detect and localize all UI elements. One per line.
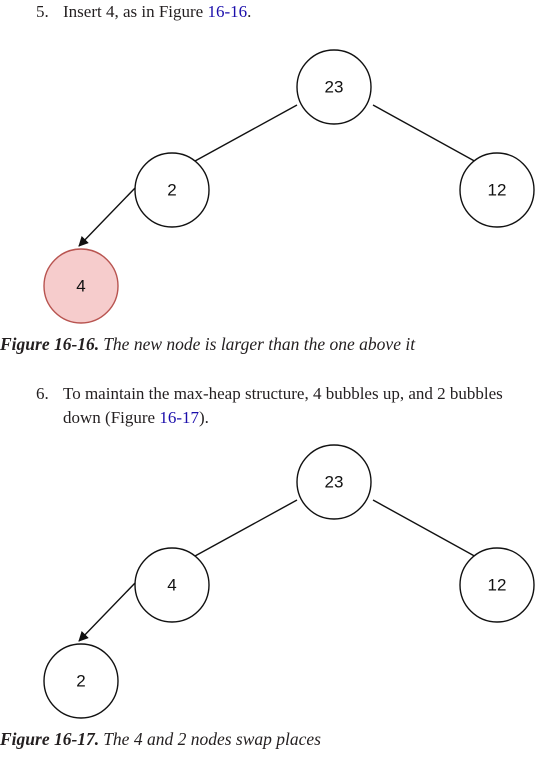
- node-left: 4: [134, 547, 210, 623]
- edge-left-leftchild: [78, 581, 137, 642]
- node-left: 2: [134, 152, 210, 228]
- step-6: 6. To maintain the max-heap structure, 4 …: [36, 382, 503, 430]
- step-number: 6.: [36, 384, 49, 403]
- caption-text: The 4 and 2 nodes swap places: [103, 729, 321, 749]
- step-number: 5.: [36, 2, 49, 21]
- node-right: 12: [459, 547, 535, 623]
- figure-ref-link[interactable]: 16-17: [159, 408, 199, 427]
- svg-text:2: 2: [167, 181, 176, 200]
- node-root: 23: [296, 49, 372, 125]
- svg-text:12: 12: [488, 576, 507, 595]
- step-text: To maintain the max-heap structure, 4 bu…: [63, 384, 503, 427]
- svg-text:23: 23: [325, 78, 344, 97]
- step-5: 5. Insert 4, as in Figure 16-16.: [36, 0, 251, 24]
- node-right: 12: [459, 152, 535, 228]
- heap-tree-figure-16-16: 23 2 12 4: [43, 49, 535, 324]
- node-new-highlighted: 4: [43, 248, 119, 324]
- figure-caption-16-17: Figure 16-17.The 4 and 2 nodes swap plac…: [0, 729, 321, 750]
- step-text: Insert 4, as in Figure 16-16.: [63, 2, 252, 21]
- svg-text:4: 4: [76, 277, 85, 296]
- figure-ref-link[interactable]: 16-16: [207, 2, 248, 21]
- svg-text:23: 23: [325, 473, 344, 492]
- svg-text:12: 12: [488, 181, 507, 200]
- svg-text:2: 2: [76, 672, 85, 691]
- heap-tree-figure-16-17: 23 4 12 2: [43, 444, 535, 719]
- edge-left-leftchild: [78, 186, 137, 247]
- caption-label: Figure 16-17.: [0, 729, 100, 749]
- svg-text:4: 4: [167, 576, 176, 595]
- caption-text: The new node is larger than the one abov…: [103, 334, 416, 354]
- caption-label: Figure 16-16.: [0, 334, 100, 354]
- figure-caption-16-16: Figure 16-16.The new node is larger than…: [0, 334, 415, 355]
- node-root: 23: [296, 444, 372, 520]
- node-leftchild: 2: [43, 643, 119, 719]
